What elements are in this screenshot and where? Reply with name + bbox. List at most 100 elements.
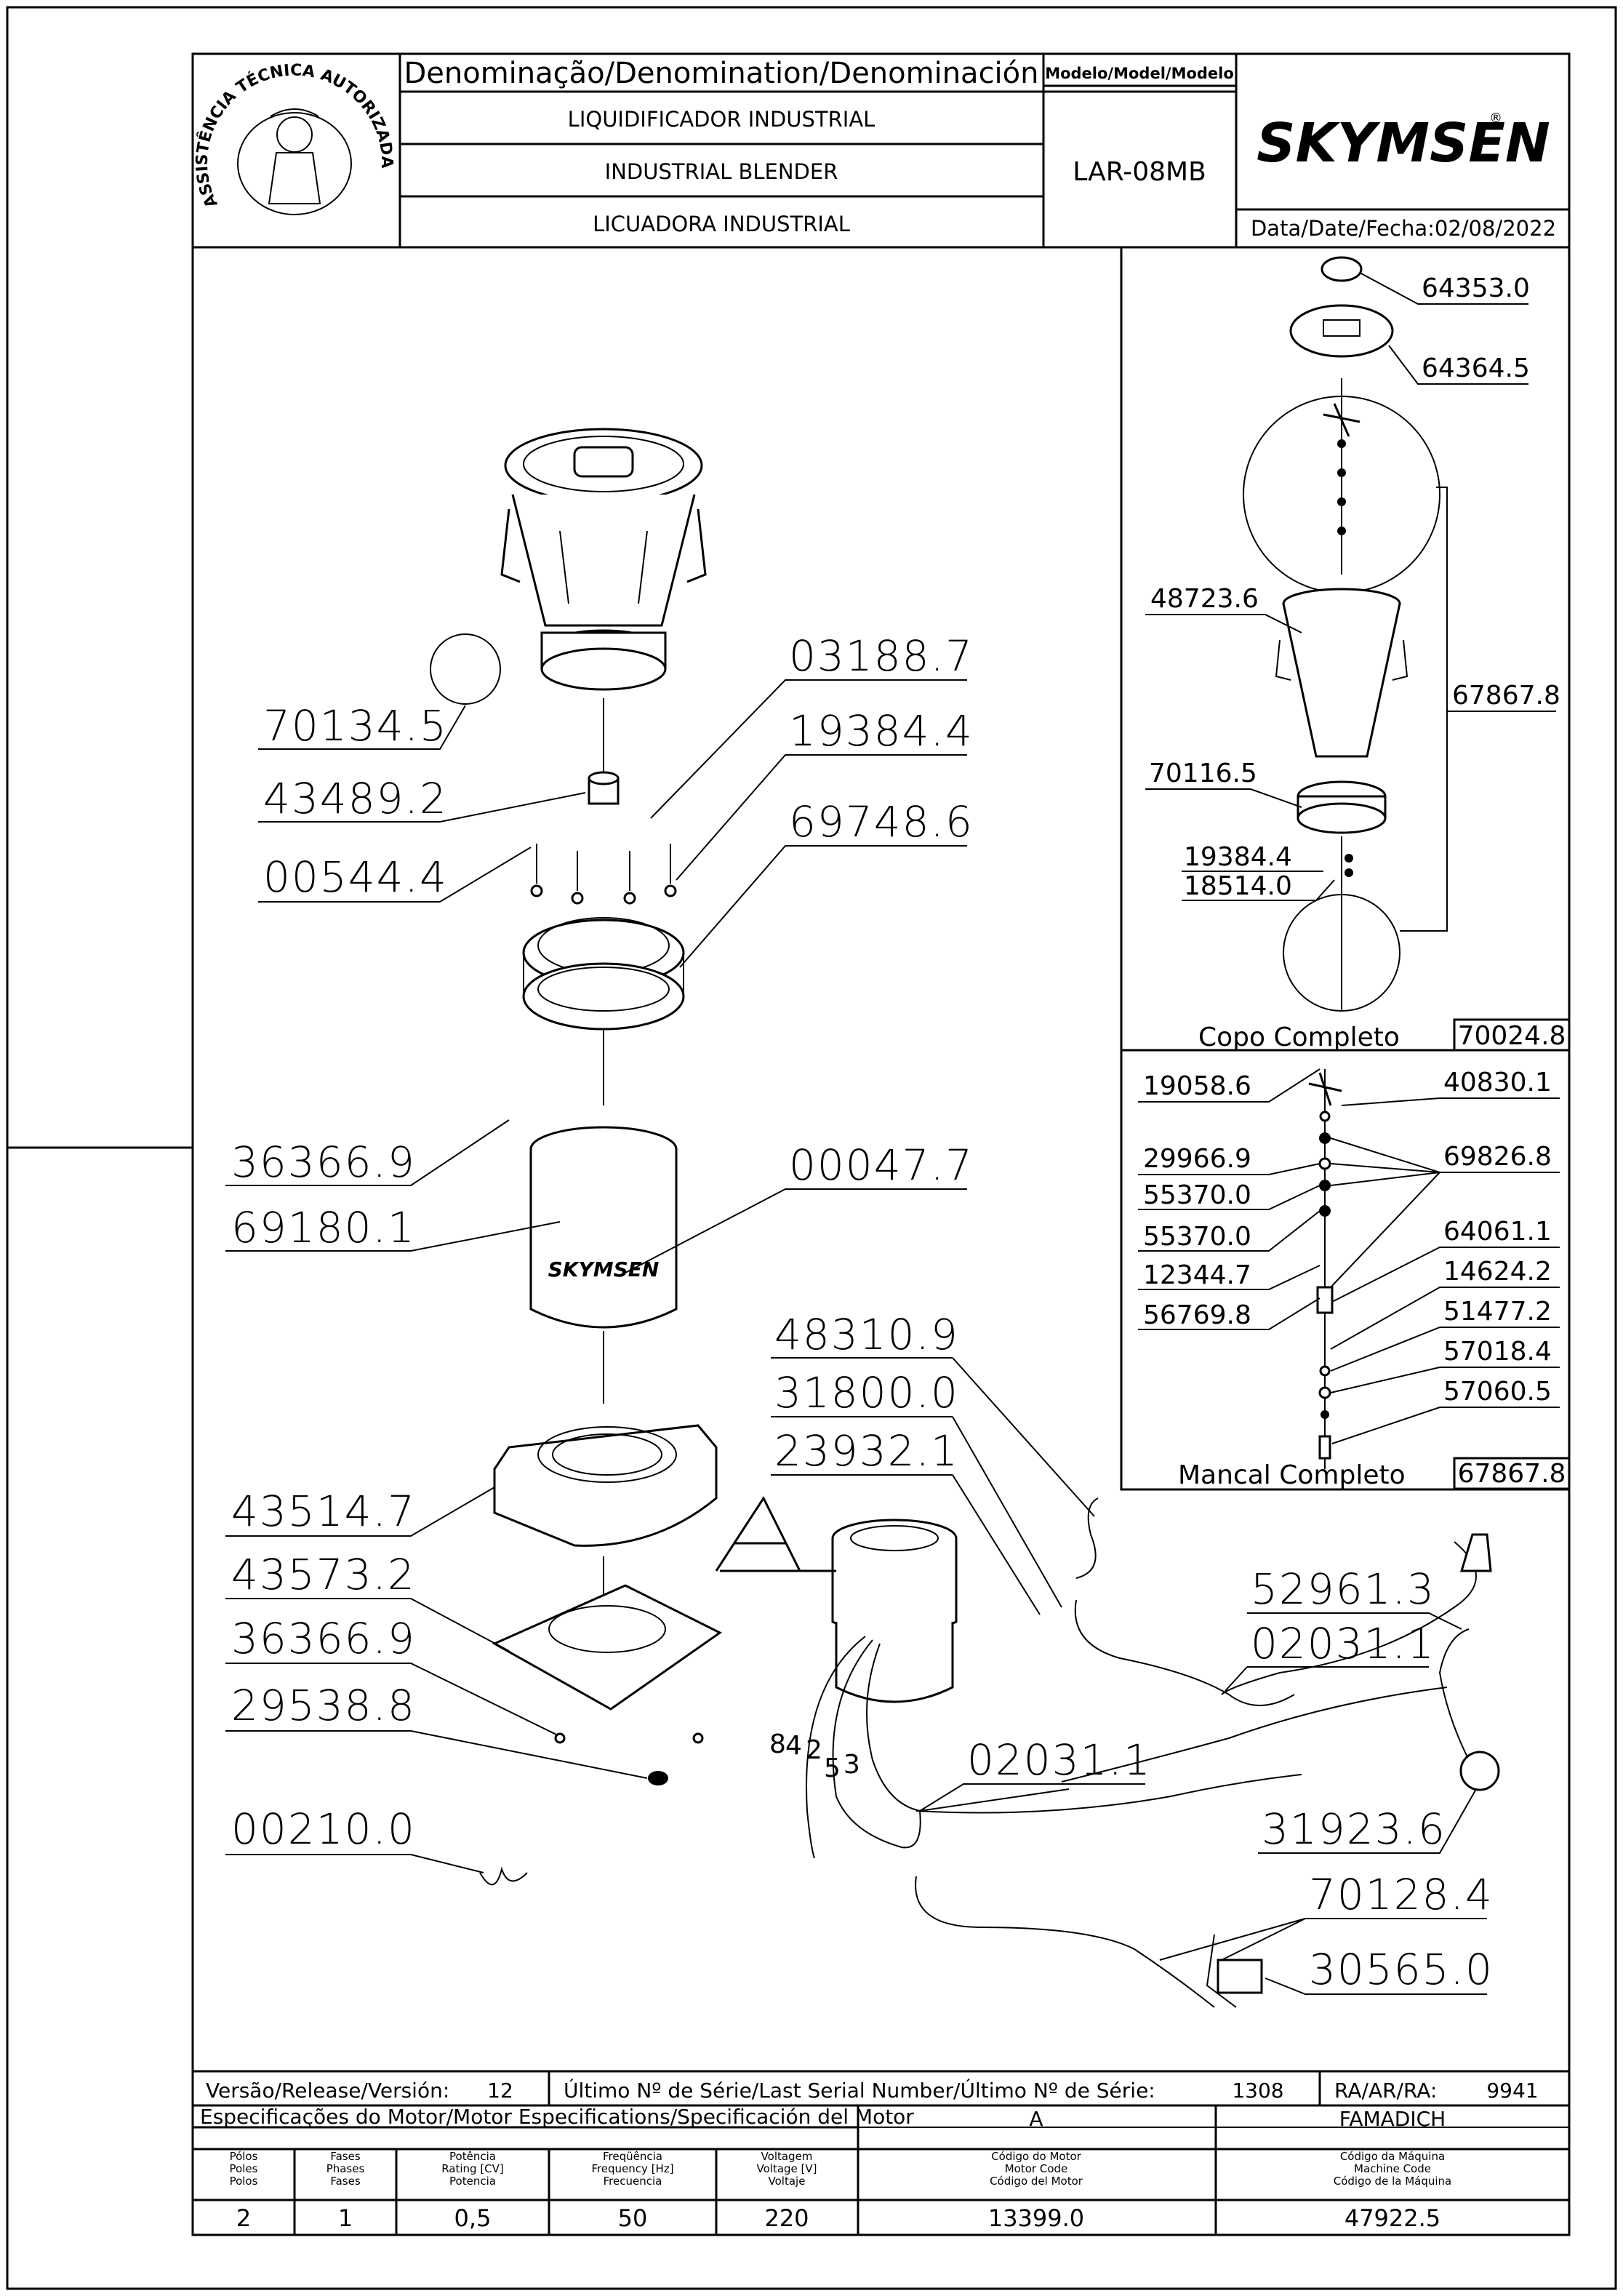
exploded-assembly: SKYMSEN bbox=[225, 428, 1500, 2008]
cup-part-label: 19384.4 bbox=[1184, 842, 1292, 872]
detail-letter: A bbox=[771, 1573, 772, 1575]
serial-label: Último Nº de Série/Last Serial Number/Úl… bbox=[564, 2078, 1155, 2103]
part-label: 31923.6 bbox=[1262, 1804, 1446, 1854]
wire-number: 4 bbox=[785, 1731, 802, 1761]
cup-part-label: 70116.5 bbox=[1149, 759, 1257, 788]
bearing-part-label: 29966.9 bbox=[1143, 1144, 1251, 1174]
col-header-l1: Freqüência bbox=[603, 2150, 662, 2163]
col-header-l3: Potencia bbox=[449, 2175, 496, 2188]
col-header-l1: Potência bbox=[449, 2150, 496, 2163]
coupling-illustration bbox=[588, 771, 620, 805]
part-label: 03188.7 bbox=[789, 631, 974, 681]
cup-assembly-panel: 64353.0 64364.5 48723.6 67867.8 70116.5 … bbox=[1120, 246, 1571, 1052]
wire-number: 3 bbox=[843, 1750, 860, 1780]
registered-mark: ® bbox=[1489, 111, 1502, 126]
part-label: 30565.0 bbox=[1309, 1945, 1494, 1994]
wire-numbers: 8 4 2 5 3 bbox=[769, 1729, 860, 1783]
brand-logo: SKYMSEN bbox=[1257, 112, 1550, 175]
cup-caption: Copo Completo bbox=[1198, 1023, 1400, 1052]
specifications-table: Versão/Release/Versión: 12 Último Nº de … bbox=[193, 2070, 1569, 2235]
motor-spec-title: Especificações do Motor/Motor Especifica… bbox=[200, 2105, 914, 2129]
part-label: 00047.7 bbox=[789, 1140, 974, 1190]
part-label: 43573.2 bbox=[231, 1550, 416, 1599]
wire-number: 2 bbox=[806, 1735, 822, 1765]
cup-part-label: 64353.0 bbox=[1422, 273, 1530, 303]
ra-value: 9941 bbox=[1486, 2079, 1538, 2103]
jar-illustration bbox=[500, 428, 707, 691]
col-header-l3: Voltaje bbox=[769, 2175, 806, 2188]
part-label: 43514.7 bbox=[231, 1487, 416, 1536]
col-header-l3: Fases bbox=[330, 2175, 360, 2188]
housing-illustration: SKYMSEN bbox=[529, 1126, 678, 1329]
col-header-l3: Polos bbox=[230, 2175, 258, 2188]
rating-value: 0,5 bbox=[454, 2204, 492, 2232]
col-header-l3: Código de la Máquina bbox=[1334, 2175, 1451, 2188]
part-label: 48310.9 bbox=[774, 1310, 959, 1359]
denomination-title: Denominação/Denomination/Denominación bbox=[404, 57, 1038, 90]
ra-label: RA/AR/RA: bbox=[1334, 2079, 1437, 2103]
col-header-l3: Código del Motor bbox=[990, 2175, 1083, 2188]
part-label: 69748.6 bbox=[789, 797, 974, 847]
main-part-labels: 70134.5 43489.2 00544.4 03188.7 19384.4 … bbox=[225, 631, 1494, 1995]
wiring-illustration bbox=[806, 1497, 1500, 2008]
part-label: 36366.9 bbox=[231, 1614, 416, 1663]
motor-code-value: 13399.0 bbox=[988, 2204, 1084, 2232]
part-label: 52961.3 bbox=[1251, 1564, 1435, 1614]
col-header-l2: Machine Code bbox=[1354, 2162, 1431, 2175]
col-header-l2: Motor Code bbox=[1005, 2162, 1068, 2175]
wire-number: 8 bbox=[769, 1729, 786, 1759]
cup-part-label: 64364.5 bbox=[1422, 353, 1530, 383]
bearing-code: 67867.8 bbox=[1458, 1459, 1566, 1489]
col-header-l3: Frecuencia bbox=[604, 2175, 662, 2188]
part-label: 29538.8 bbox=[231, 1681, 416, 1730]
part-label: 02031.1 bbox=[967, 1735, 1152, 1785]
part-label: 02031.1 bbox=[1251, 1619, 1435, 1668]
housing-logo: SKYMSEN bbox=[548, 1257, 660, 1281]
part-label: 36366.9 bbox=[231, 1137, 416, 1187]
motor-illustration bbox=[831, 1519, 958, 1703]
bearing-part-label: 51477.2 bbox=[1443, 1297, 1552, 1327]
machine-code-value: 47922.5 bbox=[1345, 2204, 1440, 2232]
cup-part-label: 18514.0 bbox=[1184, 871, 1292, 901]
bearing-part-label: 64061.1 bbox=[1443, 1217, 1552, 1247]
screws-illustration bbox=[530, 844, 677, 905]
part-label: 43489.2 bbox=[263, 774, 448, 823]
bearing-part-label: 55370.0 bbox=[1143, 1222, 1251, 1252]
part-label: 00544.4 bbox=[263, 852, 448, 902]
part-label: 70134.5 bbox=[263, 701, 448, 751]
bearing-part-label: 19058.6 bbox=[1143, 1071, 1251, 1101]
name-english: INDUSTRIAL BLENDER bbox=[605, 159, 838, 184]
col-header-l1: Voltagem bbox=[761, 2150, 813, 2163]
phases-value: 1 bbox=[338, 2204, 353, 2232]
date-field: Data/Date/Fecha:02/08/2022 bbox=[1251, 216, 1556, 241]
part-label: 31800.0 bbox=[774, 1368, 959, 1417]
base-ring-illustration bbox=[522, 917, 685, 1031]
detail-a-callout: A bbox=[715, 1495, 836, 1575]
col-header-l2: Frequency [Hz] bbox=[591, 2162, 673, 2175]
col-header-l1: Fases bbox=[330, 2150, 360, 2163]
frequency-value: 50 bbox=[618, 2204, 648, 2232]
bearing-part-label: 56769.8 bbox=[1143, 1300, 1251, 1330]
bearing-part-label: 57018.4 bbox=[1443, 1337, 1552, 1367]
part-label: 23932.1 bbox=[774, 1426, 959, 1476]
name-portuguese: LIQUIDIFICADOR INDUSTRIAL bbox=[568, 107, 875, 132]
bearing-assembly-panel: 19058.6 29966.9 55370.0 55370.0 12344.7 … bbox=[1120, 1049, 1571, 1491]
voltage-value: 220 bbox=[764, 2204, 809, 2232]
bearing-part-label: 12344.7 bbox=[1143, 1260, 1251, 1290]
col-header-l1: Código do Motor bbox=[991, 2150, 1081, 2163]
part-label: 00210.0 bbox=[231, 1804, 416, 1854]
seal-text: ASSISTÊNCIA TÉCNICA AUTORIZADA bbox=[193, 62, 396, 211]
col-header-l1: Código da Máquina bbox=[1340, 2150, 1445, 2163]
cup-part-label: 67867.8 bbox=[1452, 681, 1560, 711]
bearing-part-label: 57060.5 bbox=[1443, 1377, 1552, 1407]
motor-letter: A bbox=[1029, 2107, 1043, 2131]
cup-part-label: 48723.6 bbox=[1150, 584, 1259, 614]
version-label: Versão/Release/Versión: bbox=[206, 2079, 449, 2103]
manufacturer: FAMADICH bbox=[1339, 2107, 1446, 2131]
col-header-l2: Voltage [V] bbox=[757, 2162, 817, 2175]
col-header-l2: Rating [CV] bbox=[441, 2162, 504, 2175]
part-label: 70128.4 bbox=[1309, 1870, 1494, 1919]
part-label: 69180.1 bbox=[231, 1203, 416, 1252]
col-header-l1: Pólos bbox=[230, 2150, 258, 2163]
